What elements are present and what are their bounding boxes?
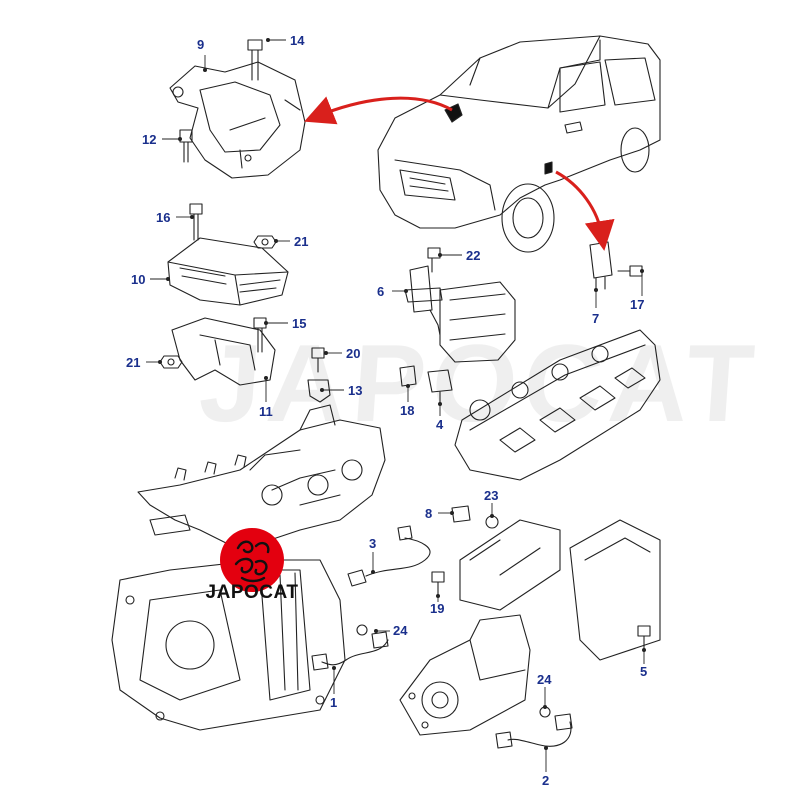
part-14-bolt <box>247 39 263 81</box>
engine-block-b <box>569 519 661 661</box>
callout-16: 16 <box>156 210 171 225</box>
part-10-module <box>167 237 289 306</box>
cylinder-head <box>454 329 661 481</box>
brand-name: JAPOCAT <box>205 582 299 603</box>
callout-20: 20 <box>346 346 361 361</box>
callout-14: 14 <box>290 33 305 48</box>
cat-emblem-icon <box>234 540 270 583</box>
callout-21-lower: 21 <box>126 355 141 370</box>
part-8-sensor <box>451 505 471 523</box>
callout-18: 18 <box>400 403 415 418</box>
part-21-nut-a <box>253 235 277 249</box>
callout-10: 10 <box>131 272 146 287</box>
callout-3: 3 <box>369 536 377 551</box>
engine-mount <box>439 281 516 363</box>
part-13-sensor <box>307 379 331 403</box>
part-12-bolt <box>179 129 193 163</box>
part-16-bolt <box>189 203 203 241</box>
pointer-arrow-bracket <box>304 96 453 125</box>
part-4-sensor <box>427 369 453 405</box>
part-9-bracket <box>169 61 306 179</box>
part-15-bolt <box>253 317 267 353</box>
callout-8: 8 <box>425 506 433 521</box>
callout-21: 21 <box>294 234 309 249</box>
callout-13: 13 <box>348 383 363 398</box>
callout-4: 4 <box>436 417 444 432</box>
part-20-bolt <box>311 347 325 373</box>
intake-manifold <box>137 404 386 546</box>
part-24-switch-a <box>311 624 389 671</box>
callout-15: 15 <box>292 316 307 331</box>
part-24-switch-b <box>495 706 573 749</box>
callout-17: 17 <box>630 297 645 312</box>
transmission-housing <box>111 559 346 731</box>
callout-24-lower: 24 <box>537 672 552 687</box>
callout-5: 5 <box>640 664 648 679</box>
part-19-bolt <box>431 571 445 597</box>
callout-23: 23 <box>484 488 499 503</box>
brand-logo: JAPOCAT <box>198 528 306 614</box>
callout-24: 24 <box>393 623 408 638</box>
callout-11: 11 <box>259 404 273 419</box>
callout-9: 9 <box>197 37 205 52</box>
callout-7: 7 <box>592 311 600 326</box>
part-3-harness <box>347 525 431 587</box>
part-11-bracket <box>171 317 276 386</box>
transfer-case <box>399 614 531 736</box>
part-21-nut-b <box>159 355 183 369</box>
part-18-sensor <box>399 365 417 387</box>
callout-19: 19 <box>430 601 445 616</box>
truck-illustration <box>377 35 661 253</box>
callout-2: 2 <box>542 773 550 788</box>
part-7-relay <box>589 241 613 291</box>
part-6-sensor <box>404 265 443 336</box>
part-17-bolt <box>617 265 643 277</box>
callout-12: 12 <box>142 132 157 147</box>
callout-1: 1 <box>330 695 338 710</box>
callout-22: 22 <box>466 248 481 263</box>
part-22-bolt <box>427 247 441 273</box>
callout-6: 6 <box>377 284 385 299</box>
engine-block-a <box>459 519 561 611</box>
part-5-bolt <box>637 625 651 651</box>
pointer-arrow-relay <box>555 170 615 251</box>
